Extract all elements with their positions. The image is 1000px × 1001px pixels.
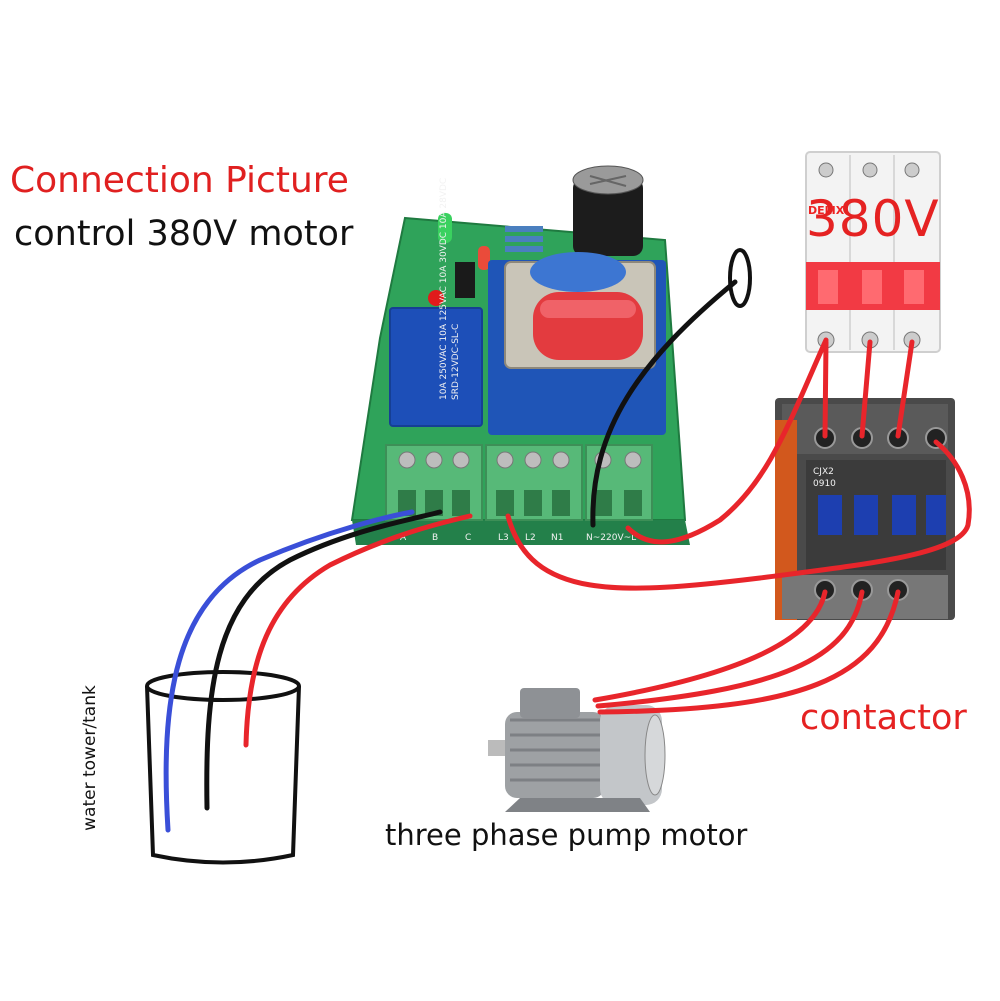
terminal-label-c: C: [465, 533, 471, 543]
wire-breaker-1: [822, 339, 829, 439]
small-capacitor: [478, 246, 490, 270]
leds: [428, 213, 543, 306]
wire-breaker-3: [895, 339, 915, 439]
terminal-label-n1: N1: [551, 533, 563, 543]
terminal-label-b: B: [432, 533, 438, 543]
contactor-model: CJX2: [813, 467, 834, 477]
wire-red-l3: [505, 439, 972, 591]
red-led: [428, 290, 444, 306]
wire-red-power: [625, 337, 829, 545]
wires: [163, 279, 972, 833]
wire-breaker-2: [859, 339, 873, 439]
wire-motor-3: [597, 589, 901, 715]
subtitle: control 380V motor: [14, 214, 354, 254]
breaker-brand: DELIXI: [808, 204, 848, 217]
breaker-voltage-label: 380V: [806, 190, 940, 248]
transformer: [488, 252, 666, 435]
wire-motor-2: [595, 589, 865, 709]
wire-black-b: [204, 509, 443, 811]
water-tank: [145, 670, 301, 865]
contactor-label: contactor: [800, 698, 967, 738]
pump-motor: [488, 688, 666, 812]
contactor-model-sub: 0910: [813, 479, 836, 489]
wire-motor-1: [592, 589, 828, 703]
relay-model-text: SRD-12VDC-SL-C: [451, 324, 461, 400]
wire-blue-a: [163, 509, 415, 833]
circuit-breaker: DELIXI: [805, 151, 941, 353]
terminal-label-l3: L3: [498, 533, 509, 543]
controller-board: SRD-12VDC-SL-C 10A 250VAC 10A 125VAC 10A…: [350, 165, 690, 545]
terminal-block-abc: [385, 444, 483, 521]
contactor-device: CJX2 0910: [775, 398, 955, 620]
motor-label: three phase pump motor: [385, 818, 748, 852]
terminal-label-power: N~220V~L: [586, 533, 636, 543]
capacitor: [572, 165, 644, 256]
probe-loop: [728, 248, 752, 308]
transistor: [455, 262, 475, 298]
title: Connection Picture: [10, 160, 349, 201]
wire-red-c: [243, 513, 473, 748]
terminal-label-l2: L2: [525, 533, 536, 543]
relay-rating-text: 10A 250VAC 10A 125VAC 10A 30VDC 10A 28VD…: [439, 178, 449, 400]
terminal-block-l: [485, 444, 583, 521]
wire-black-loop: [590, 279, 738, 528]
green-led: [438, 213, 452, 243]
tank-label: water tower/tank: [80, 685, 100, 831]
terminal-label-a: A: [400, 533, 407, 543]
relay: SRD-12VDC-SL-C 10A 250VAC 10A 125VAC 10A…: [389, 178, 483, 427]
